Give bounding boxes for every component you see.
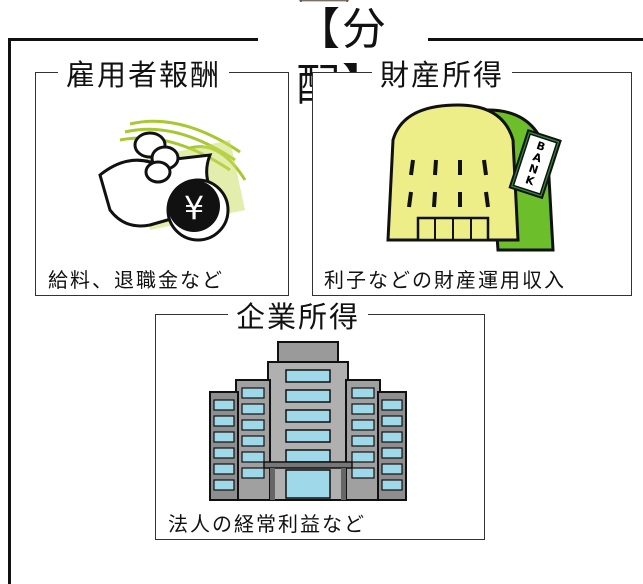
wages-title: 雇用者報酬 bbox=[58, 58, 230, 92]
wages-caption: 給料、退職金など bbox=[48, 268, 224, 292]
property-title: 財産所得 bbox=[372, 58, 513, 92]
corporate-title: 企業所得 bbox=[228, 300, 369, 334]
bank-sign-n: N bbox=[527, 162, 540, 177]
corporate-caption: 法人の経常利益など bbox=[168, 512, 366, 536]
page-title: 【分配】 bbox=[262, 2, 422, 111]
frame-top-right bbox=[428, 38, 643, 41]
svg-text:¥: ¥ bbox=[184, 189, 204, 227]
frame-left bbox=[8, 38, 11, 584]
property-caption: 利子などの財産運用収入 bbox=[324, 268, 566, 292]
frame-top-left bbox=[8, 38, 258, 41]
office-building-icon bbox=[209, 341, 407, 501]
bank-sign-b: B bbox=[535, 139, 547, 154]
yen-money-icon: ¥ bbox=[98, 119, 247, 242]
bank-icon: B A N K bbox=[386, 103, 562, 252]
